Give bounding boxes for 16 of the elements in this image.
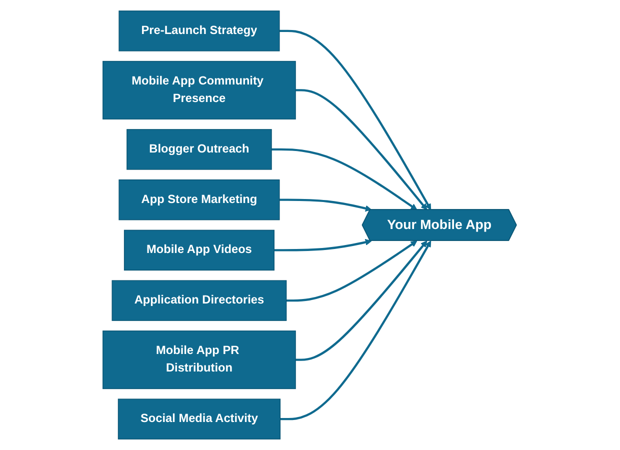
node-box: Mobile App PR Distribution [102,330,296,390]
node-box: Social Media Activity [118,398,281,440]
node-box: App Store Marketing [119,179,280,220]
arrow [286,240,418,302]
node-box: Blogger Outreach [126,129,272,170]
arrow [296,240,428,361]
node-box: Application Directories [112,280,287,321]
node-box: Mobile App Community Presence [102,60,296,120]
arrow [274,239,372,252]
node-box: Mobile App Videos [124,230,275,271]
node-box: Pre-Launch Strategy [118,10,280,52]
arrow [280,198,372,212]
arrow [272,148,418,210]
arrow [280,240,432,420]
arrow [296,89,428,210]
arrow [280,30,432,210]
